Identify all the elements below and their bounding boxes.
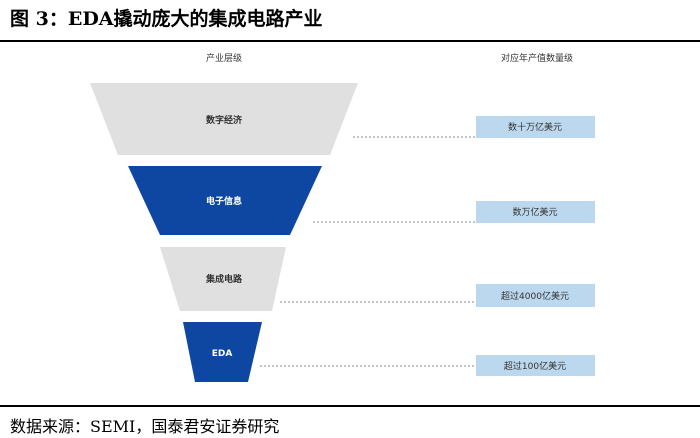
value-label: 超过100亿美元 bbox=[504, 360, 566, 372]
value-label: 超过4000亿美元 bbox=[501, 290, 569, 302]
value-label: 数十万亿美元 bbox=[508, 121, 562, 133]
level-label: EDA bbox=[212, 349, 233, 359]
funnel-level-ic bbox=[160, 247, 286, 311]
value-label: 数万亿美元 bbox=[512, 206, 557, 218]
value-box bbox=[476, 355, 595, 376]
funnel-level-digital-economy bbox=[90, 83, 358, 155]
level-label: 电子信息 bbox=[206, 195, 242, 207]
value-box bbox=[476, 116, 595, 138]
level-label: 数字经济 bbox=[206, 114, 243, 126]
value-box bbox=[476, 284, 595, 307]
source-note: 数据来源：SEMI，国泰君安证券研究 bbox=[10, 417, 280, 436]
funnel-level-eda bbox=[183, 322, 262, 382]
top-rule bbox=[0, 40, 700, 42]
bottom-rule bbox=[0, 405, 700, 407]
value-box bbox=[476, 201, 595, 223]
header-levels: 产业层级 bbox=[206, 52, 242, 64]
figure-title: 图 3：EDA撬动庞大的集成电路产业 bbox=[10, 8, 323, 30]
funnel-level-electronic-info bbox=[128, 166, 322, 235]
level-label: 集成电路 bbox=[205, 273, 243, 285]
header-values: 对应年产值数量级 bbox=[501, 52, 573, 64]
